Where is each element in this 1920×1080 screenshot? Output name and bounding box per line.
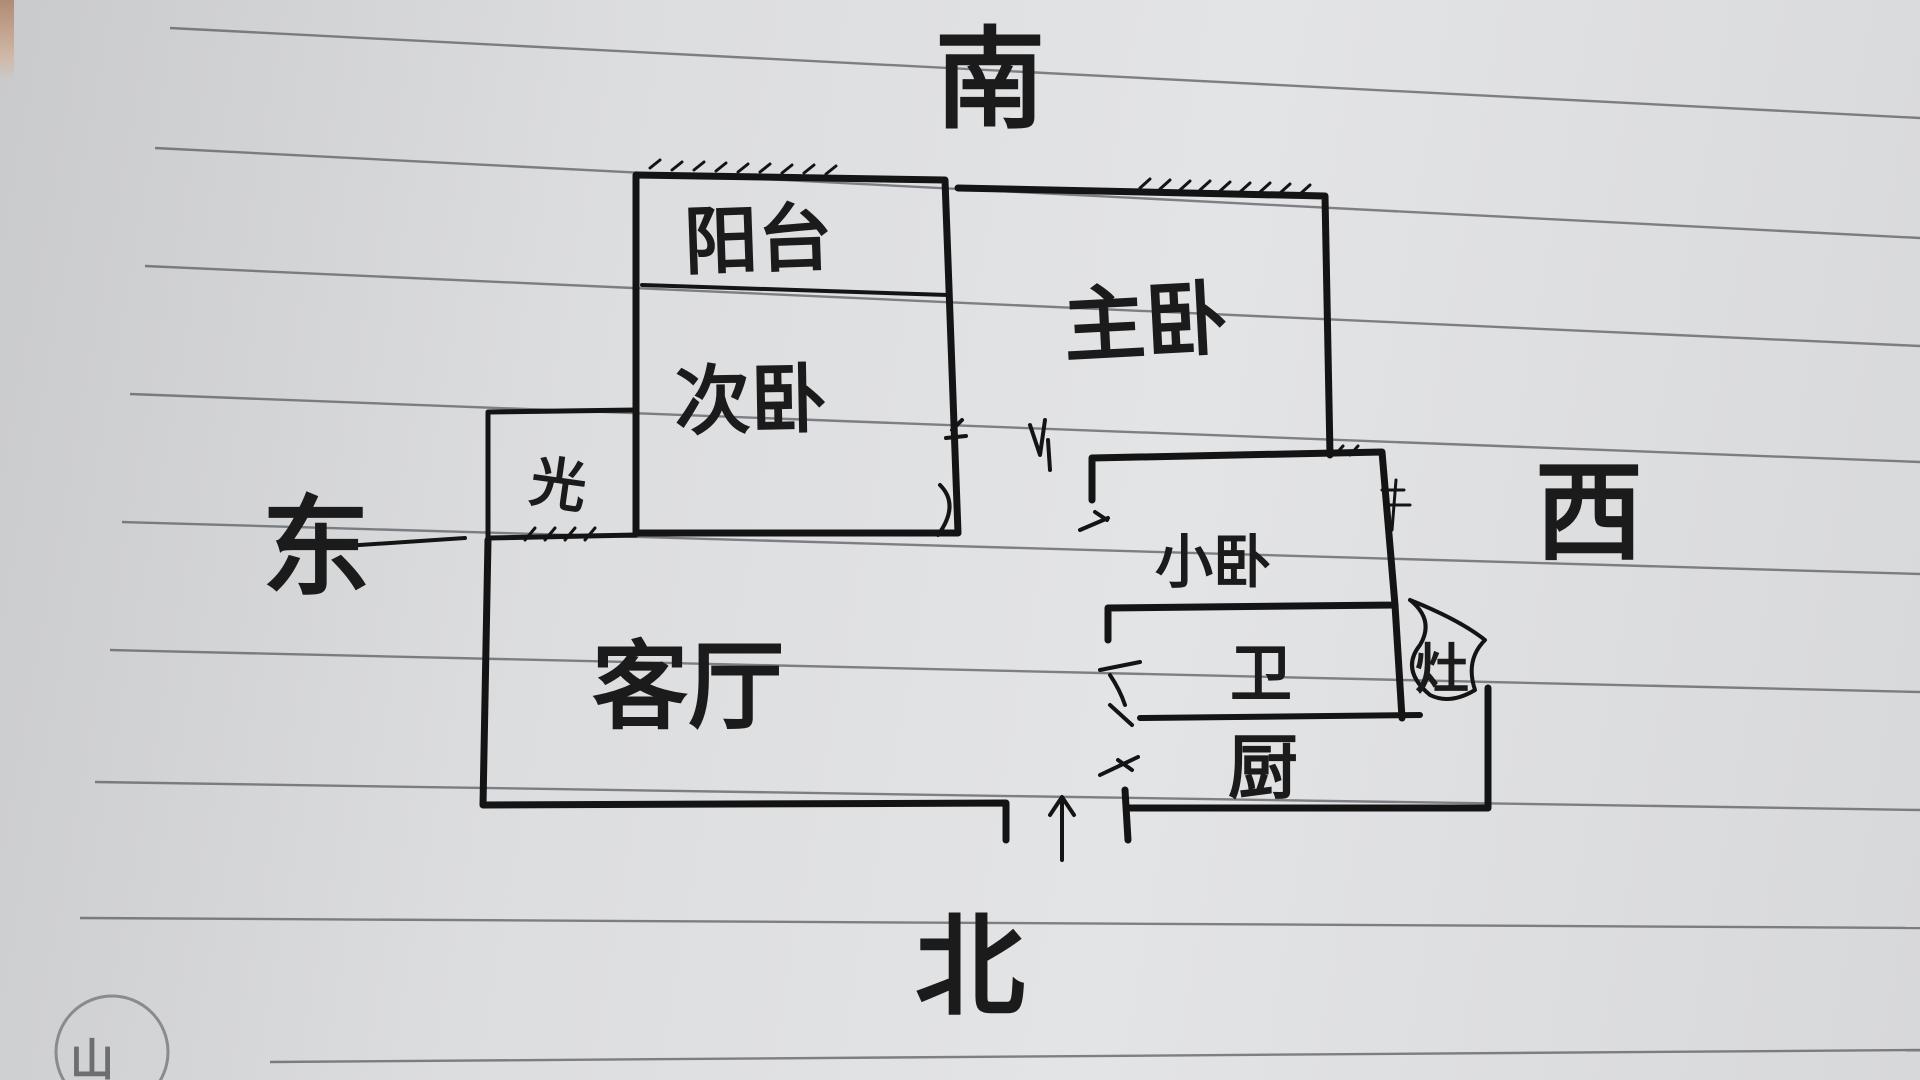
rule-line	[129, 392, 1920, 464]
stove-scribble	[1408, 598, 1487, 701]
wall-bathroom	[1137, 712, 1423, 721]
right-mark	[1380, 478, 1412, 532]
wall-right-bath	[1391, 601, 1406, 722]
stamp-circle	[54, 994, 170, 1080]
room-label-bathroom: 卫	[1230, 637, 1292, 710]
room-label-small-bedroom: 小卧	[1155, 528, 1271, 596]
rule-line	[109, 648, 1920, 694]
room-label-balcony: 阳台	[683, 195, 834, 286]
compass-labels: 南 北 东 西	[262, 16, 1643, 1031]
rule-line	[94, 780, 1920, 812]
desk-edge	[0, 0, 14, 80]
room-label-master-bedroom: 主卧	[1061, 272, 1230, 375]
room-label-living-room: 客厅	[592, 631, 784, 743]
wall-balcony-divider	[640, 283, 950, 297]
wall-balcony-block	[632, 171, 962, 537]
wall-kitchen	[1124, 684, 1492, 812]
east-pointer	[313, 536, 467, 550]
wall-kitchen-left	[1121, 786, 1132, 844]
room-label-stove: 灶	[1415, 638, 1469, 701]
compass-south: 南	[935, 16, 1045, 144]
wall-hatching	[648, 158, 1312, 196]
stamp: 山	[54, 994, 170, 1080]
entry-arrow	[1048, 795, 1076, 862]
compass-west: 西	[1535, 451, 1643, 576]
rule-line	[144, 264, 1920, 348]
wall-living-room	[479, 536, 1010, 844]
compass-east: 东	[262, 486, 370, 611]
room-label-secondary-bedroom: 次卧	[674, 354, 828, 446]
stamp-text: 山	[70, 1035, 114, 1080]
walls	[313, 158, 1492, 862]
door-arrow-corridor	[1028, 418, 1052, 472]
compass-north: 北	[915, 903, 1025, 1031]
rule-line	[121, 520, 1920, 576]
door-kitchen	[1098, 755, 1140, 777]
wall-storage	[485, 407, 639, 541]
room-labels: 阳台 次卧 主卧 光 客厅 小卧 卫 厨 灶	[526, 195, 1469, 809]
rule-line	[79, 916, 1920, 930]
rule-line	[169, 26, 1920, 120]
wall-small-bedroom	[1088, 448, 1399, 644]
wall-hatching-2	[523, 444, 1360, 542]
door-bathroom	[1098, 660, 1142, 727]
door-small-bedroom	[1078, 510, 1110, 532]
rule-line	[269, 1048, 1920, 1064]
wall-master-bedroom	[954, 184, 1334, 459]
room-label-storage: 光	[526, 449, 591, 521]
door-arrow-secondary	[936, 418, 968, 537]
room-label-kitchen: 厨	[1228, 727, 1298, 809]
